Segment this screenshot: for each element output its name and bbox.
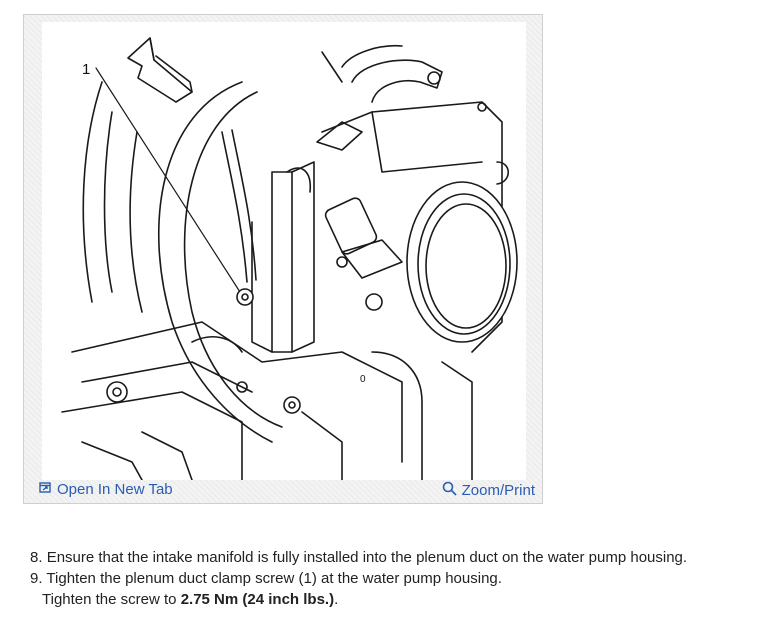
open-in-new-tab-label: Open In New Tab — [57, 481, 173, 498]
step-8: 8. Ensure that the intake manifold is fu… — [30, 547, 760, 568]
step-9: 9. Tighten the plenum duct clamp screw (… — [30, 568, 760, 589]
engine-diagram: 1 — [42, 22, 526, 480]
open-in-new-tab-link[interactable]: Open In New Tab — [39, 481, 173, 498]
zoom-print-label: Zoom/Print — [461, 482, 535, 499]
figure-frame: 1 — [23, 14, 543, 504]
direction-arrow-icon — [127, 37, 193, 103]
external-window-icon — [39, 481, 52, 498]
torque-suffix: . — [334, 591, 339, 608]
diagram-mark: 0 — [360, 374, 366, 385]
torque-spec: Tighten the screw to 2.75 Nm (24 inch lb… — [30, 589, 760, 610]
step-number: 8. — [30, 549, 43, 566]
callout-label: 1 — [82, 61, 90, 78]
torque-prefix: Tighten the screw to — [42, 591, 181, 608]
torque-value: 2.75 Nm (24 inch lbs.) — [180, 591, 335, 608]
step-text: Ensure that the intake manifold is fully… — [46, 549, 688, 566]
magnifier-icon — [442, 481, 457, 500]
zoom-print-link[interactable]: Zoom/Print — [442, 481, 535, 500]
instructions: 8. Ensure that the intake manifold is fu… — [30, 547, 760, 610]
figure-toolbar: Open In New Tab Zoom/Print — [24, 481, 542, 503]
step-number: 9. — [30, 570, 43, 587]
step-text: Tighten the plenum duct clamp screw (1) … — [46, 570, 502, 587]
